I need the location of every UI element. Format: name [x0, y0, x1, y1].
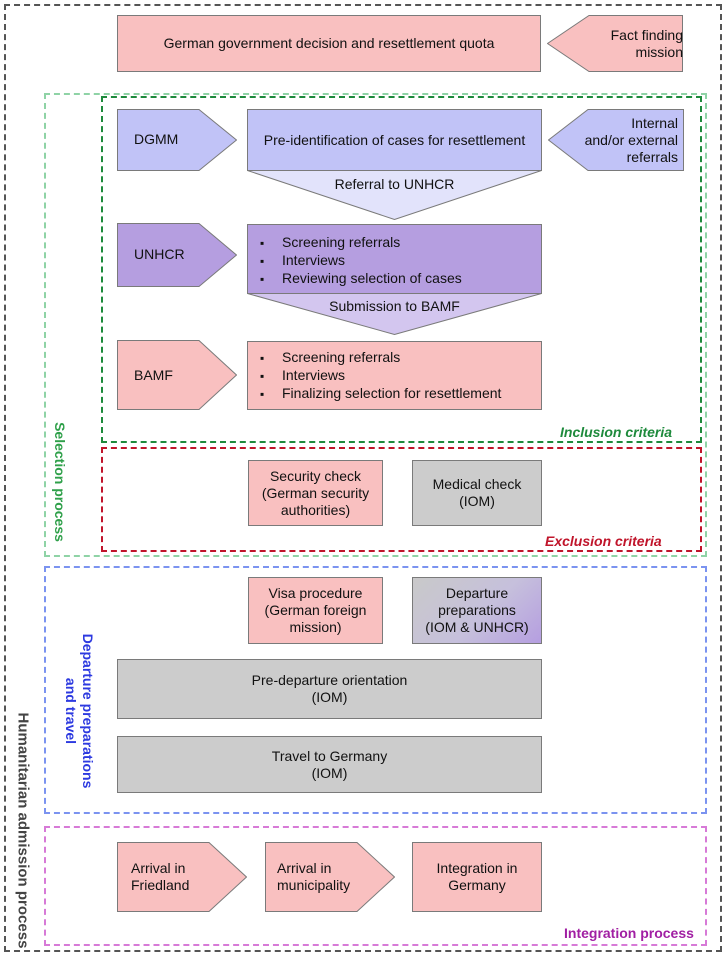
humanitarian-admission-label: Humanitarian admission process	[14, 712, 32, 949]
government-decision-box: German government decision and resettlem…	[117, 15, 541, 72]
travel-to-germany-box: Travel to Germany (IOM)	[117, 736, 542, 793]
unhcr-step-list: Screening referrals Interviews Reviewing…	[260, 234, 462, 288]
selection-process-frame	[44, 93, 707, 557]
municipality-arrow-shape	[265, 842, 395, 912]
friedland-arrow-shape	[117, 842, 247, 912]
exclusion-criteria-frame	[101, 447, 702, 552]
referrals-label: Internal and/or external referrals	[584, 114, 678, 165]
integration-germany-box: Integration in Germany	[412, 842, 542, 912]
bamf-step-item: Screening referrals	[260, 349, 501, 367]
referrals-arrow-shape	[548, 109, 684, 171]
arrival-friedland-label: Arrival in Friedland	[131, 860, 190, 893]
bamf-step-item: Finalizing selection for resettlement	[260, 385, 501, 403]
bamf-label: BAMF	[134, 367, 173, 383]
humanitarian-admission-frame	[4, 4, 722, 952]
visa-procedure-box: Visa procedure (German foreign mission)	[248, 577, 383, 644]
pre-departure-orientation-box: Pre-departure orientation (IOM)	[117, 659, 542, 719]
arrival-municipality-label: Arrival in municipality	[277, 860, 351, 893]
pre-identification-shape	[247, 109, 542, 220]
departure-label: Departure preparations and travel	[63, 633, 96, 789]
exclusion-criteria-label: Exclusion criteria	[545, 533, 662, 549]
unhcr-step-item: Interviews	[260, 252, 462, 270]
bamf-arrow-shape	[117, 340, 237, 410]
bamf-steps-box: Screening referrals Interviews Finalizin…	[247, 341, 542, 410]
fact-finding-mission-label: Fact finding mission	[610, 26, 683, 60]
unhcr-step-item: Screening referrals	[260, 234, 462, 252]
dgmm-label: DGMM	[134, 131, 179, 147]
submission-to-bamf-label: Submission to BAMF	[329, 298, 460, 314]
fact-finding-mission-shape	[547, 15, 683, 72]
bamf-step-list: Screening referrals Interviews Finalizin…	[260, 349, 501, 403]
referral-to-unhcr-label: Referral to UNHCR	[334, 176, 455, 192]
selection-process-label: Selection process	[52, 422, 68, 542]
inclusion-criteria-frame	[101, 96, 702, 443]
integration-frame	[44, 826, 707, 946]
medical-check-box: Medical check (IOM)	[412, 460, 542, 526]
inclusion-criteria-label: Inclusion criteria	[560, 424, 673, 440]
security-check-box: Security check (German security authorit…	[248, 460, 383, 526]
unhcr-label: UNHCR	[134, 246, 185, 262]
bamf-step-item: Interviews	[260, 367, 501, 385]
departure-preparations-box: Departure preparations (IOM & UNHCR)	[412, 577, 542, 644]
departure-frame	[44, 566, 707, 814]
unhcr-step-item: Reviewing selection of cases	[260, 270, 462, 288]
unhcr-arrow-shape	[117, 223, 237, 287]
pre-identification-label: Pre-identification of cases for resettle…	[263, 131, 526, 148]
dgmm-arrow-shape	[117, 109, 237, 171]
integration-process-label: Integration process	[564, 925, 694, 941]
